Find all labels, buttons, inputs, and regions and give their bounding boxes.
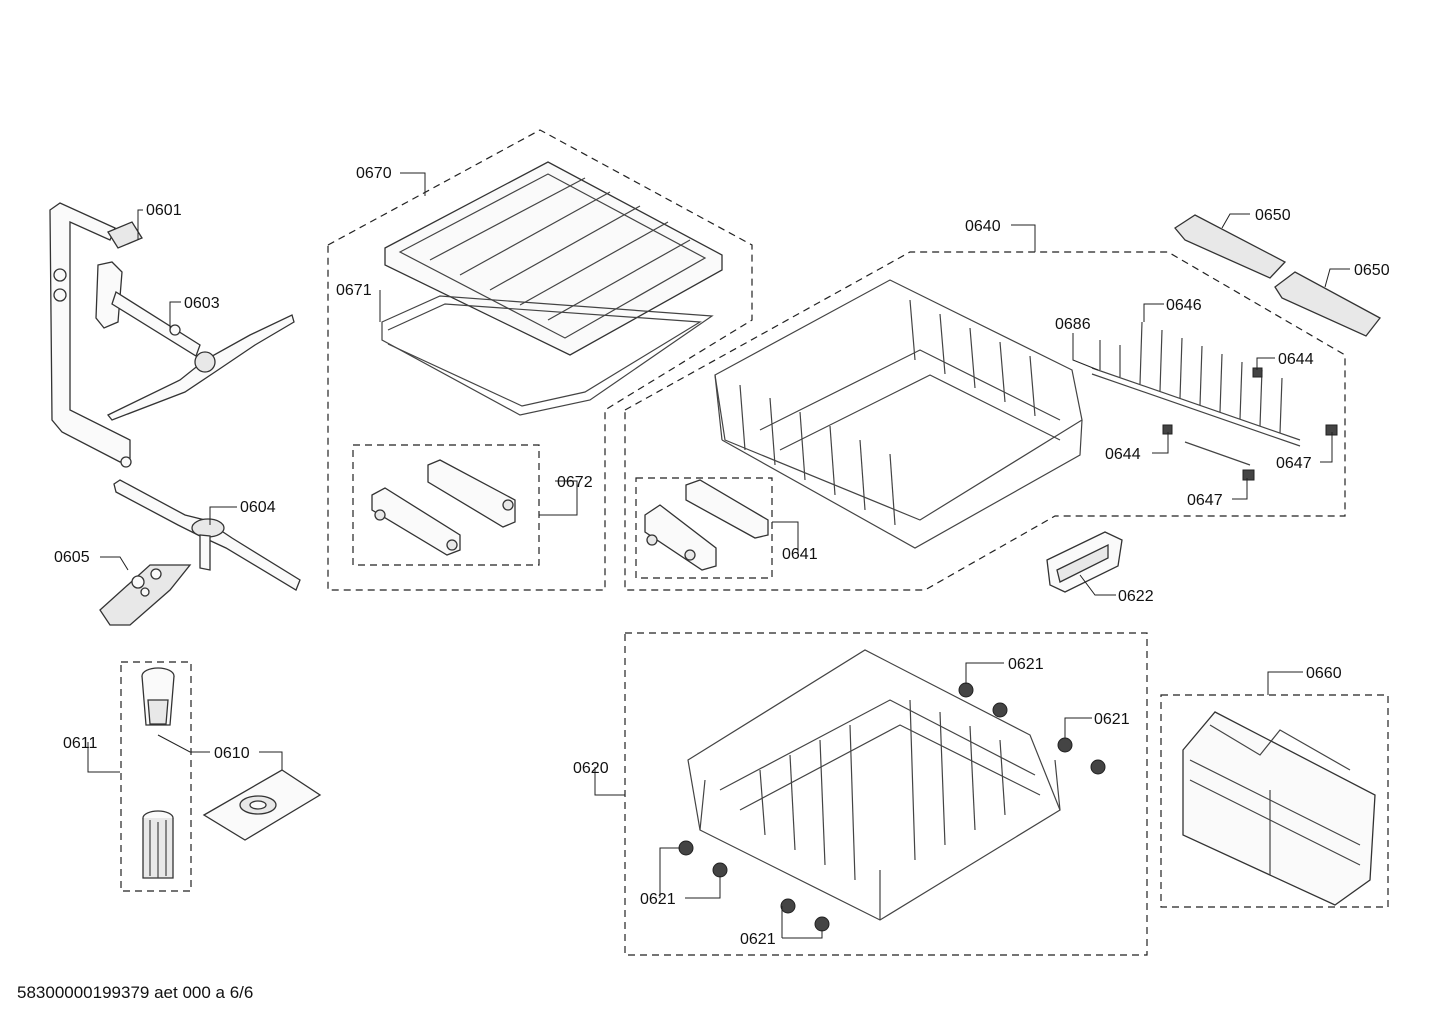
upper-spray-arm-icon — [95, 261, 295, 421]
outline-0641 — [635, 477, 773, 579]
outline-0660 — [1160, 694, 1389, 908]
label-0604: 0604 — [240, 499, 276, 516]
lower-rack-icon — [687, 649, 1061, 921]
label-0620: 0620 — [573, 760, 609, 777]
label-0671: 0671 — [336, 282, 372, 299]
document-code: 58300000199379 aet 000 a 6/6 — [17, 983, 253, 1002]
label-0621-top: 0621 — [1008, 656, 1044, 673]
wheel-icon — [678, 682, 1106, 932]
label-0641: 0641 — [782, 546, 818, 563]
group-outlines — [120, 129, 1389, 956]
rack-adjuster-icon — [644, 479, 769, 571]
part-labels: 0601 0603 0604 0605 0610 0611 0670 0671 … — [54, 165, 1390, 948]
label-0601: 0601 — [146, 202, 182, 219]
label-0611: 0611 — [63, 735, 98, 752]
spray-cover-icon — [99, 564, 192, 626]
tine-row-icon — [1091, 321, 1301, 466]
rack-handle-icon — [1046, 531, 1123, 593]
outline-0611 — [120, 661, 192, 892]
label-0621-left: 0621 — [640, 891, 676, 908]
label-0621-bottom: 0621 — [740, 931, 776, 948]
outline-0620 — [624, 632, 1148, 956]
microfilter-icon — [202, 769, 322, 841]
spray-arm-icon — [49, 202, 143, 468]
label-0621-right: 0621 — [1094, 711, 1130, 728]
label-0686: 0686 — [1055, 316, 1091, 333]
label-0610: 0610 — [214, 745, 250, 762]
leader-lines — [87, 172, 1350, 939]
filter-icon — [141, 667, 175, 879]
label-0605: 0605 — [54, 549, 90, 566]
label-0647-right: 0647 — [1276, 455, 1312, 472]
upper-rack-icon — [714, 279, 1083, 549]
label-0644-left: 0644 — [1105, 446, 1141, 463]
label-0650-top: 0650 — [1255, 207, 1291, 224]
label-0622: 0622 — [1118, 588, 1154, 605]
cutlery-tray-icon — [384, 161, 723, 356]
outline-upper-rack-group — [624, 251, 1346, 591]
lower-spray-arm-icon — [113, 479, 301, 591]
label-0650-bottom: 0650 — [1354, 262, 1390, 279]
outline-0672 — [352, 444, 540, 566]
label-0672: 0672 — [557, 474, 593, 491]
tine-holder-icon — [1174, 214, 1381, 337]
tray-frame-icon — [381, 295, 714, 416]
label-0646: 0646 — [1166, 297, 1202, 314]
cutlery-basket-icon — [1182, 711, 1376, 906]
label-0660: 0660 — [1306, 665, 1342, 682]
label-0644-right: 0644 — [1278, 351, 1314, 368]
tray-slide-icon — [371, 459, 516, 556]
label-0670: 0670 — [356, 165, 392, 182]
label-0603: 0603 — [184, 295, 220, 312]
outline-tray-group — [327, 129, 753, 591]
label-0647-left: 0647 — [1187, 492, 1223, 509]
label-0640: 0640 — [965, 218, 1001, 235]
